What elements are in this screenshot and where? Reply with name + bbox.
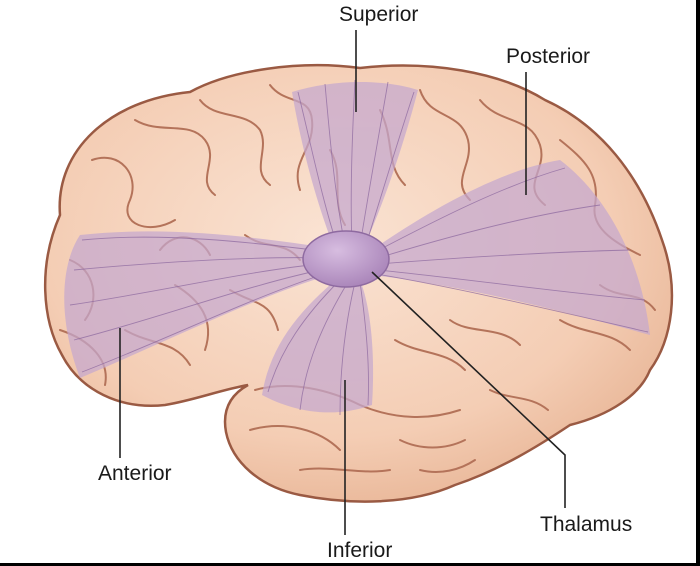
thalamic-radiations [64,81,650,413]
posterior-radiation [372,160,650,335]
leader-lines [119,30,566,535]
superior-radiation [292,81,418,250]
superior-label: Superior [339,3,419,26]
radiation-fibers [69,79,649,416]
anterior-radiation [64,231,330,378]
posterior-label: Posterior [506,45,591,68]
inferior-radiation [262,278,374,413]
thalamus-icon [302,230,390,288]
inferior-label: Inferior [327,539,393,562]
thalamus-label: Thalamus [540,513,633,536]
anterior-label: Anterior [98,462,172,485]
